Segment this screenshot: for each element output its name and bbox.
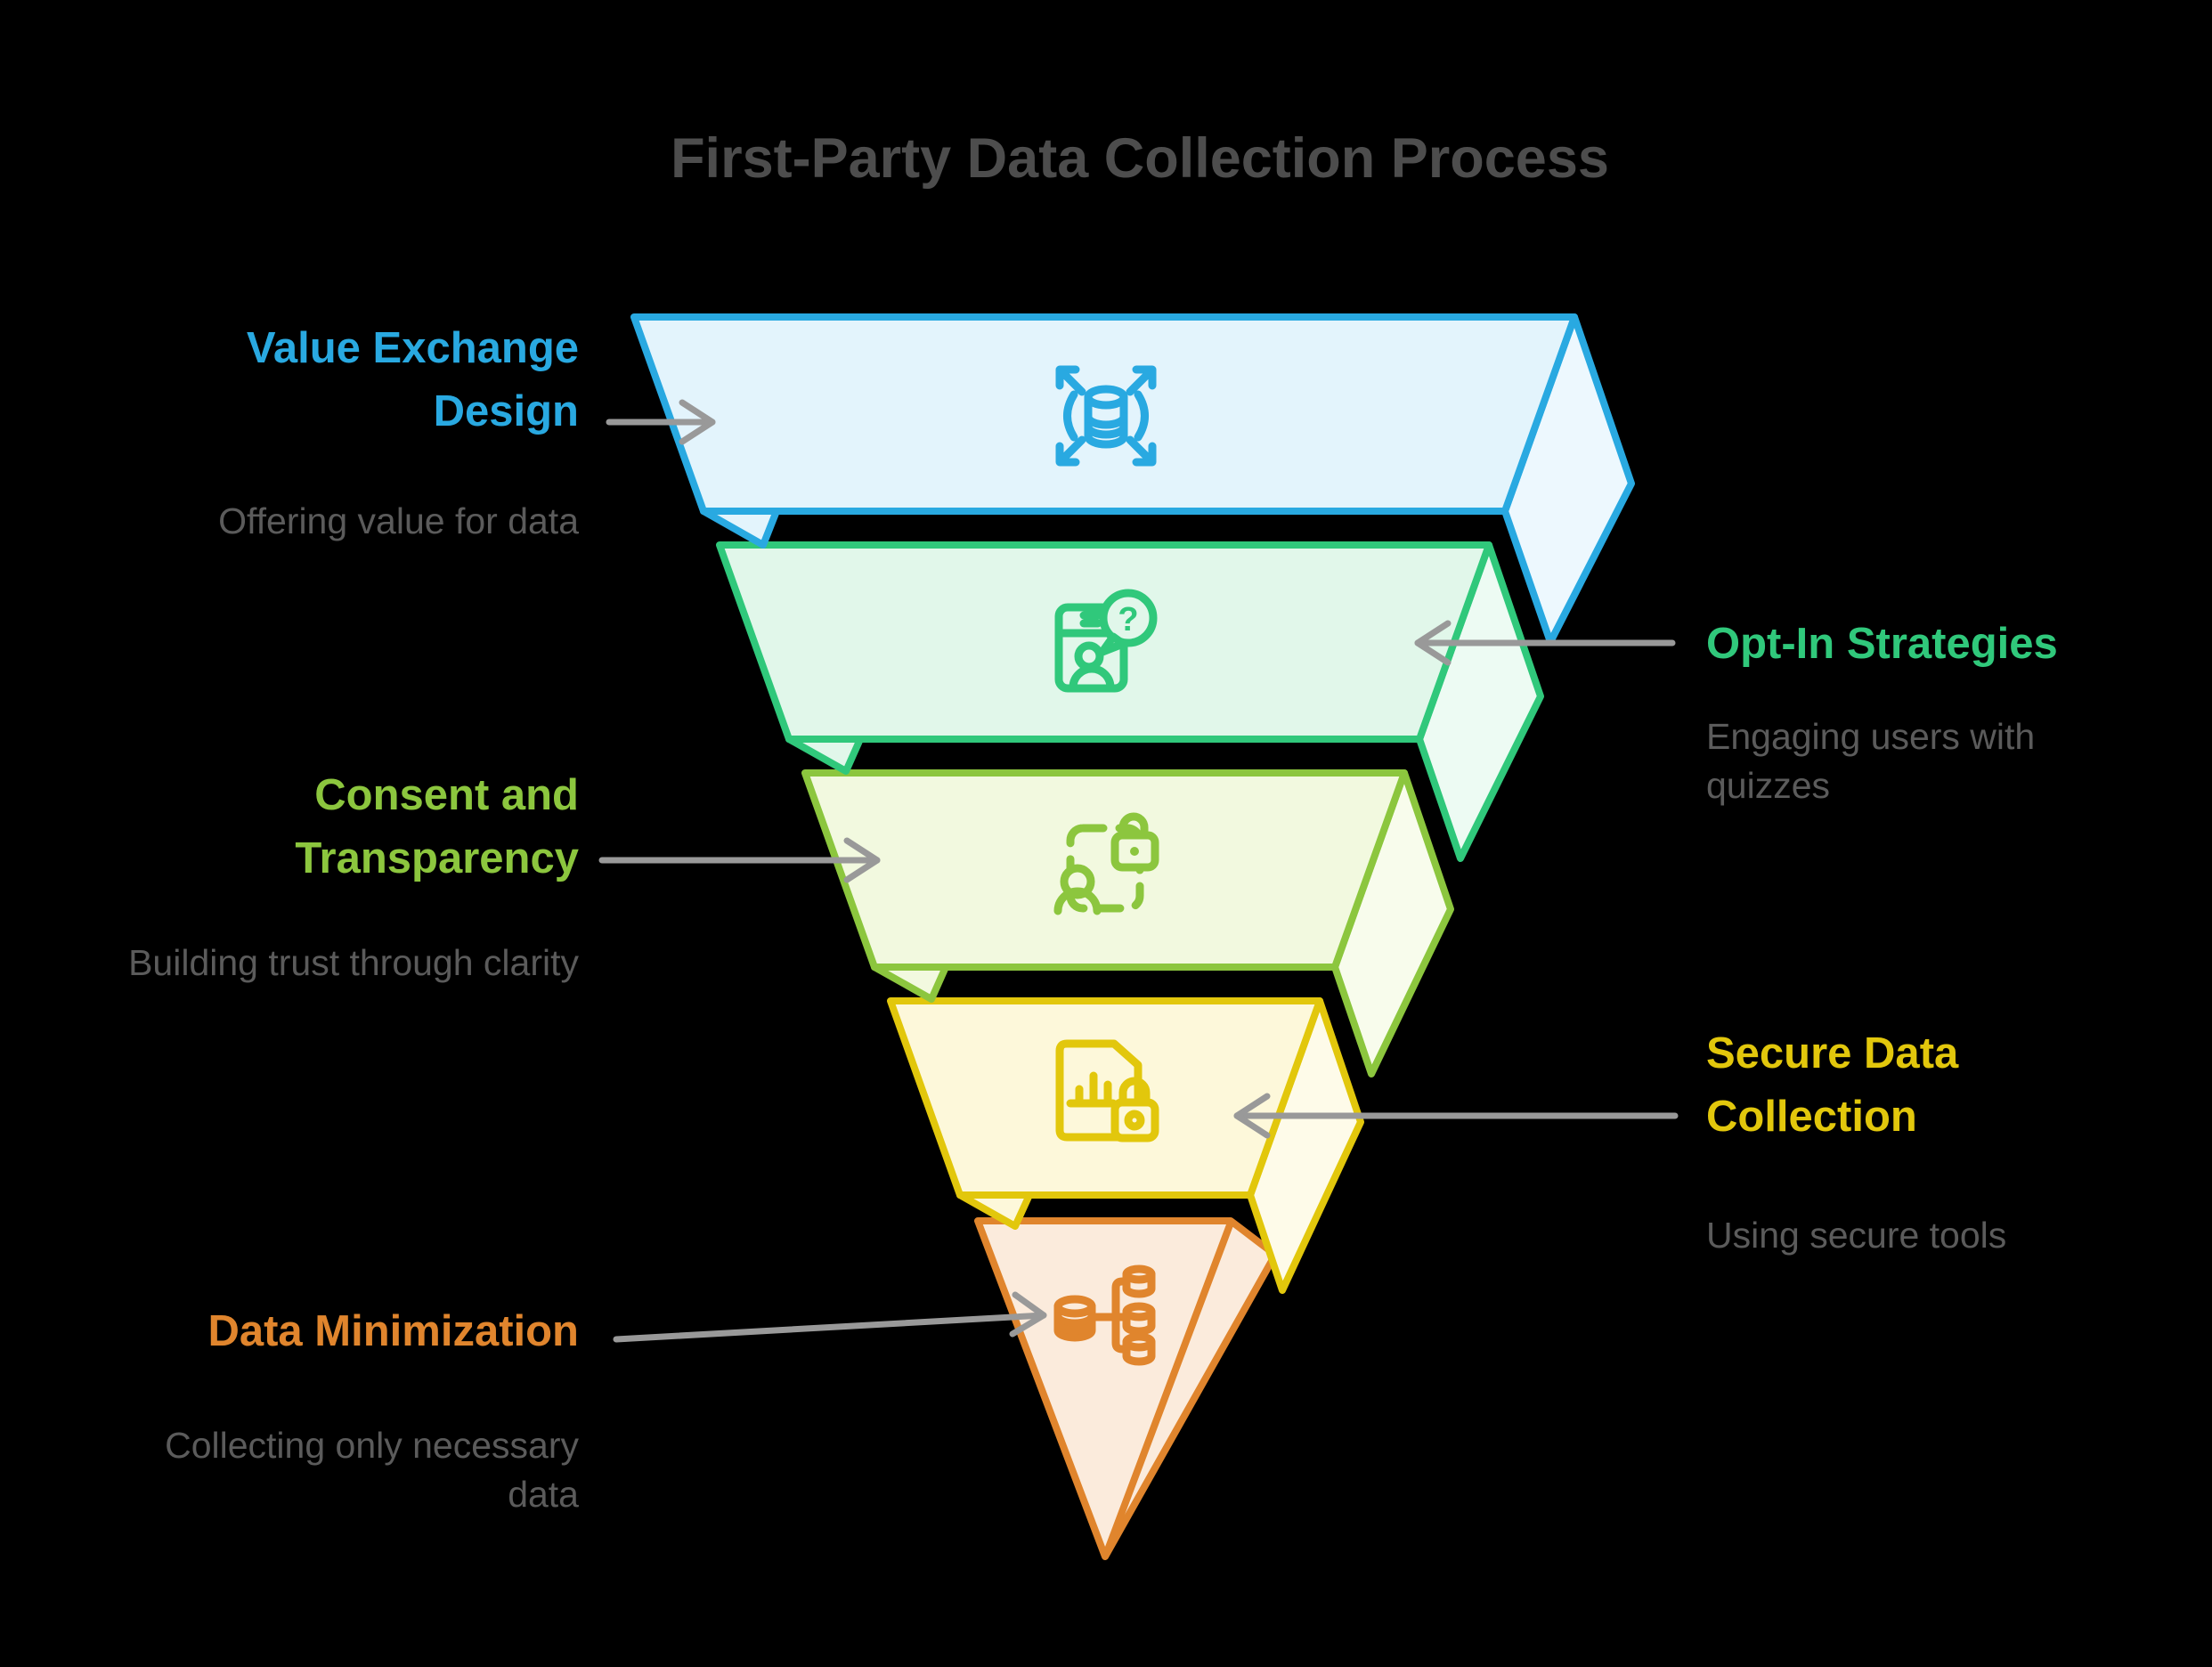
question-mark-glyph: ? [1118, 601, 1138, 638]
funnel-level-secure-data-collection [887, 997, 1364, 1294]
level-label-opt-in-strategies: Opt-In Strategies [1706, 620, 2058, 668]
page-title: First-Party Data Collection Process [671, 127, 1609, 190]
level-description-value-exchange-design: Offering value for data [218, 500, 579, 541]
funnel-level-consent-and-transparency [801, 769, 1454, 1077]
funnel-level-1-fold [700, 508, 780, 549]
level-label-secure-data-collection: Secure Data Collection [1706, 1029, 1959, 1141]
database-tree-icon [1053, 1264, 1156, 1366]
arrow-opt-in-strategies [1414, 620, 1676, 666]
expand-database-icon [1055, 365, 1157, 467]
funnel-level-2-fold [785, 736, 864, 775]
funnel-level-3-face [801, 769, 1408, 971]
funnel-level-value-exchange-design [630, 313, 1635, 646]
arrow-value-exchange-design [606, 399, 716, 445]
user-privacy-lock-icon [1053, 812, 1159, 915]
level-description-consent-and-transparency: Building trust through clarity [128, 942, 579, 983]
level-label-consent-and-transparency: Consent and Transparency [295, 771, 579, 882]
funnel-level-data-minimization [974, 1217, 1279, 1560]
level-label-data-minimization: Data Minimization [207, 1307, 579, 1355]
connector-arrows [598, 399, 1679, 1343]
funnel-level-opt-in-strategies: ? [716, 541, 1544, 862]
funnel-level-1-face [630, 313, 1578, 515]
level-description-secure-data-collection: Using secure tools [1706, 1215, 2007, 1256]
funnel-level-2-face [716, 541, 1492, 743]
funnel-level-3-fold [871, 964, 949, 1003]
level-label-value-exchange-design: Value Exchange Design [246, 324, 579, 435]
funnel-level-5-crease [1103, 1219, 1234, 1556]
secure-report-lock-icon [1055, 1039, 1159, 1143]
arrow-consent-and-transparency [598, 837, 881, 883]
level-description-opt-in-strategies: Engaging users with quizzes [1706, 716, 2036, 806]
level-description-data-minimization: Collecting only necessary data [165, 1425, 579, 1515]
quiz-question-user-icon: ? [1054, 589, 1158, 693]
arrow-secure-data-collection [1233, 1093, 1679, 1139]
arrow-data-minimization [613, 1291, 1047, 1343]
